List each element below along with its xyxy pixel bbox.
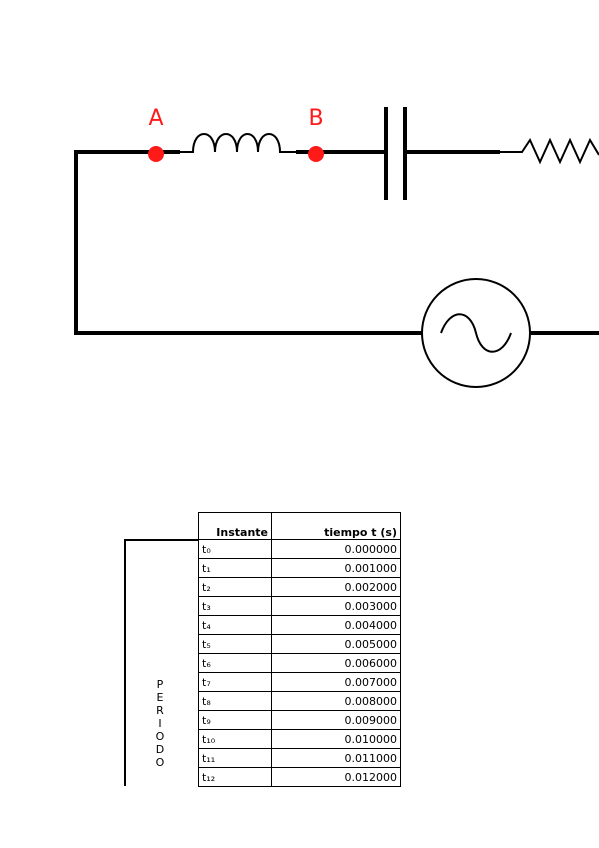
ac-source (421, 278, 531, 388)
cell-time: 0.008000 (271, 691, 401, 711)
cell-instant: t₈ (198, 691, 272, 711)
table-header-row: Instante tiempo t (s) (198, 512, 401, 540)
ac-source-sine-icon (440, 313, 512, 353)
cell-instant: t₆ (198, 653, 272, 673)
cell-instant: t₃ (198, 596, 272, 616)
resistor-zigzag (500, 137, 599, 165)
cell-instant: t₅ (198, 634, 272, 654)
node-b-label: B (308, 106, 323, 131)
cell-time: 0.009000 (271, 710, 401, 730)
cell-time: 0.000000 (271, 539, 401, 559)
cell-time: 0.005000 (271, 634, 401, 654)
cell-instant: t₁₁ (198, 748, 272, 768)
cell-instant: t₁₀ (198, 729, 272, 749)
cell-time: 0.011000 (271, 748, 401, 768)
cell-time: 0.003000 (271, 596, 401, 616)
inductor-coil (180, 133, 296, 153)
cell-instant: t₀ (198, 539, 272, 559)
cell-time: 0.012000 (271, 767, 401, 787)
cell-time: 0.006000 (271, 653, 401, 673)
cell-instant: t₄ (198, 615, 272, 635)
wire-left-loop (74, 150, 422, 335)
cell-instant: t₁ (198, 558, 272, 578)
cell-time: 0.002000 (271, 577, 401, 597)
cell-instant: t₁₂ (198, 767, 272, 787)
cell-time: 0.004000 (271, 615, 401, 635)
node-b-dot (308, 146, 324, 162)
cell-instant: t₂ (198, 577, 272, 597)
node-a-label: A (148, 106, 163, 131)
node-a-dot (148, 146, 164, 162)
cell-time: 0.010000 (271, 729, 401, 749)
periodo-bracket (124, 539, 198, 786)
header-tiempo: tiempo t (s) (271, 512, 401, 540)
cell-instant: t₉ (198, 710, 272, 730)
cell-time: 0.007000 (271, 672, 401, 692)
circuit-diagram: A B (74, 106, 599, 388)
cell-instant: t₇ (198, 672, 272, 692)
header-instante: Instante (198, 512, 272, 540)
cell-time: 0.001000 (271, 558, 401, 578)
